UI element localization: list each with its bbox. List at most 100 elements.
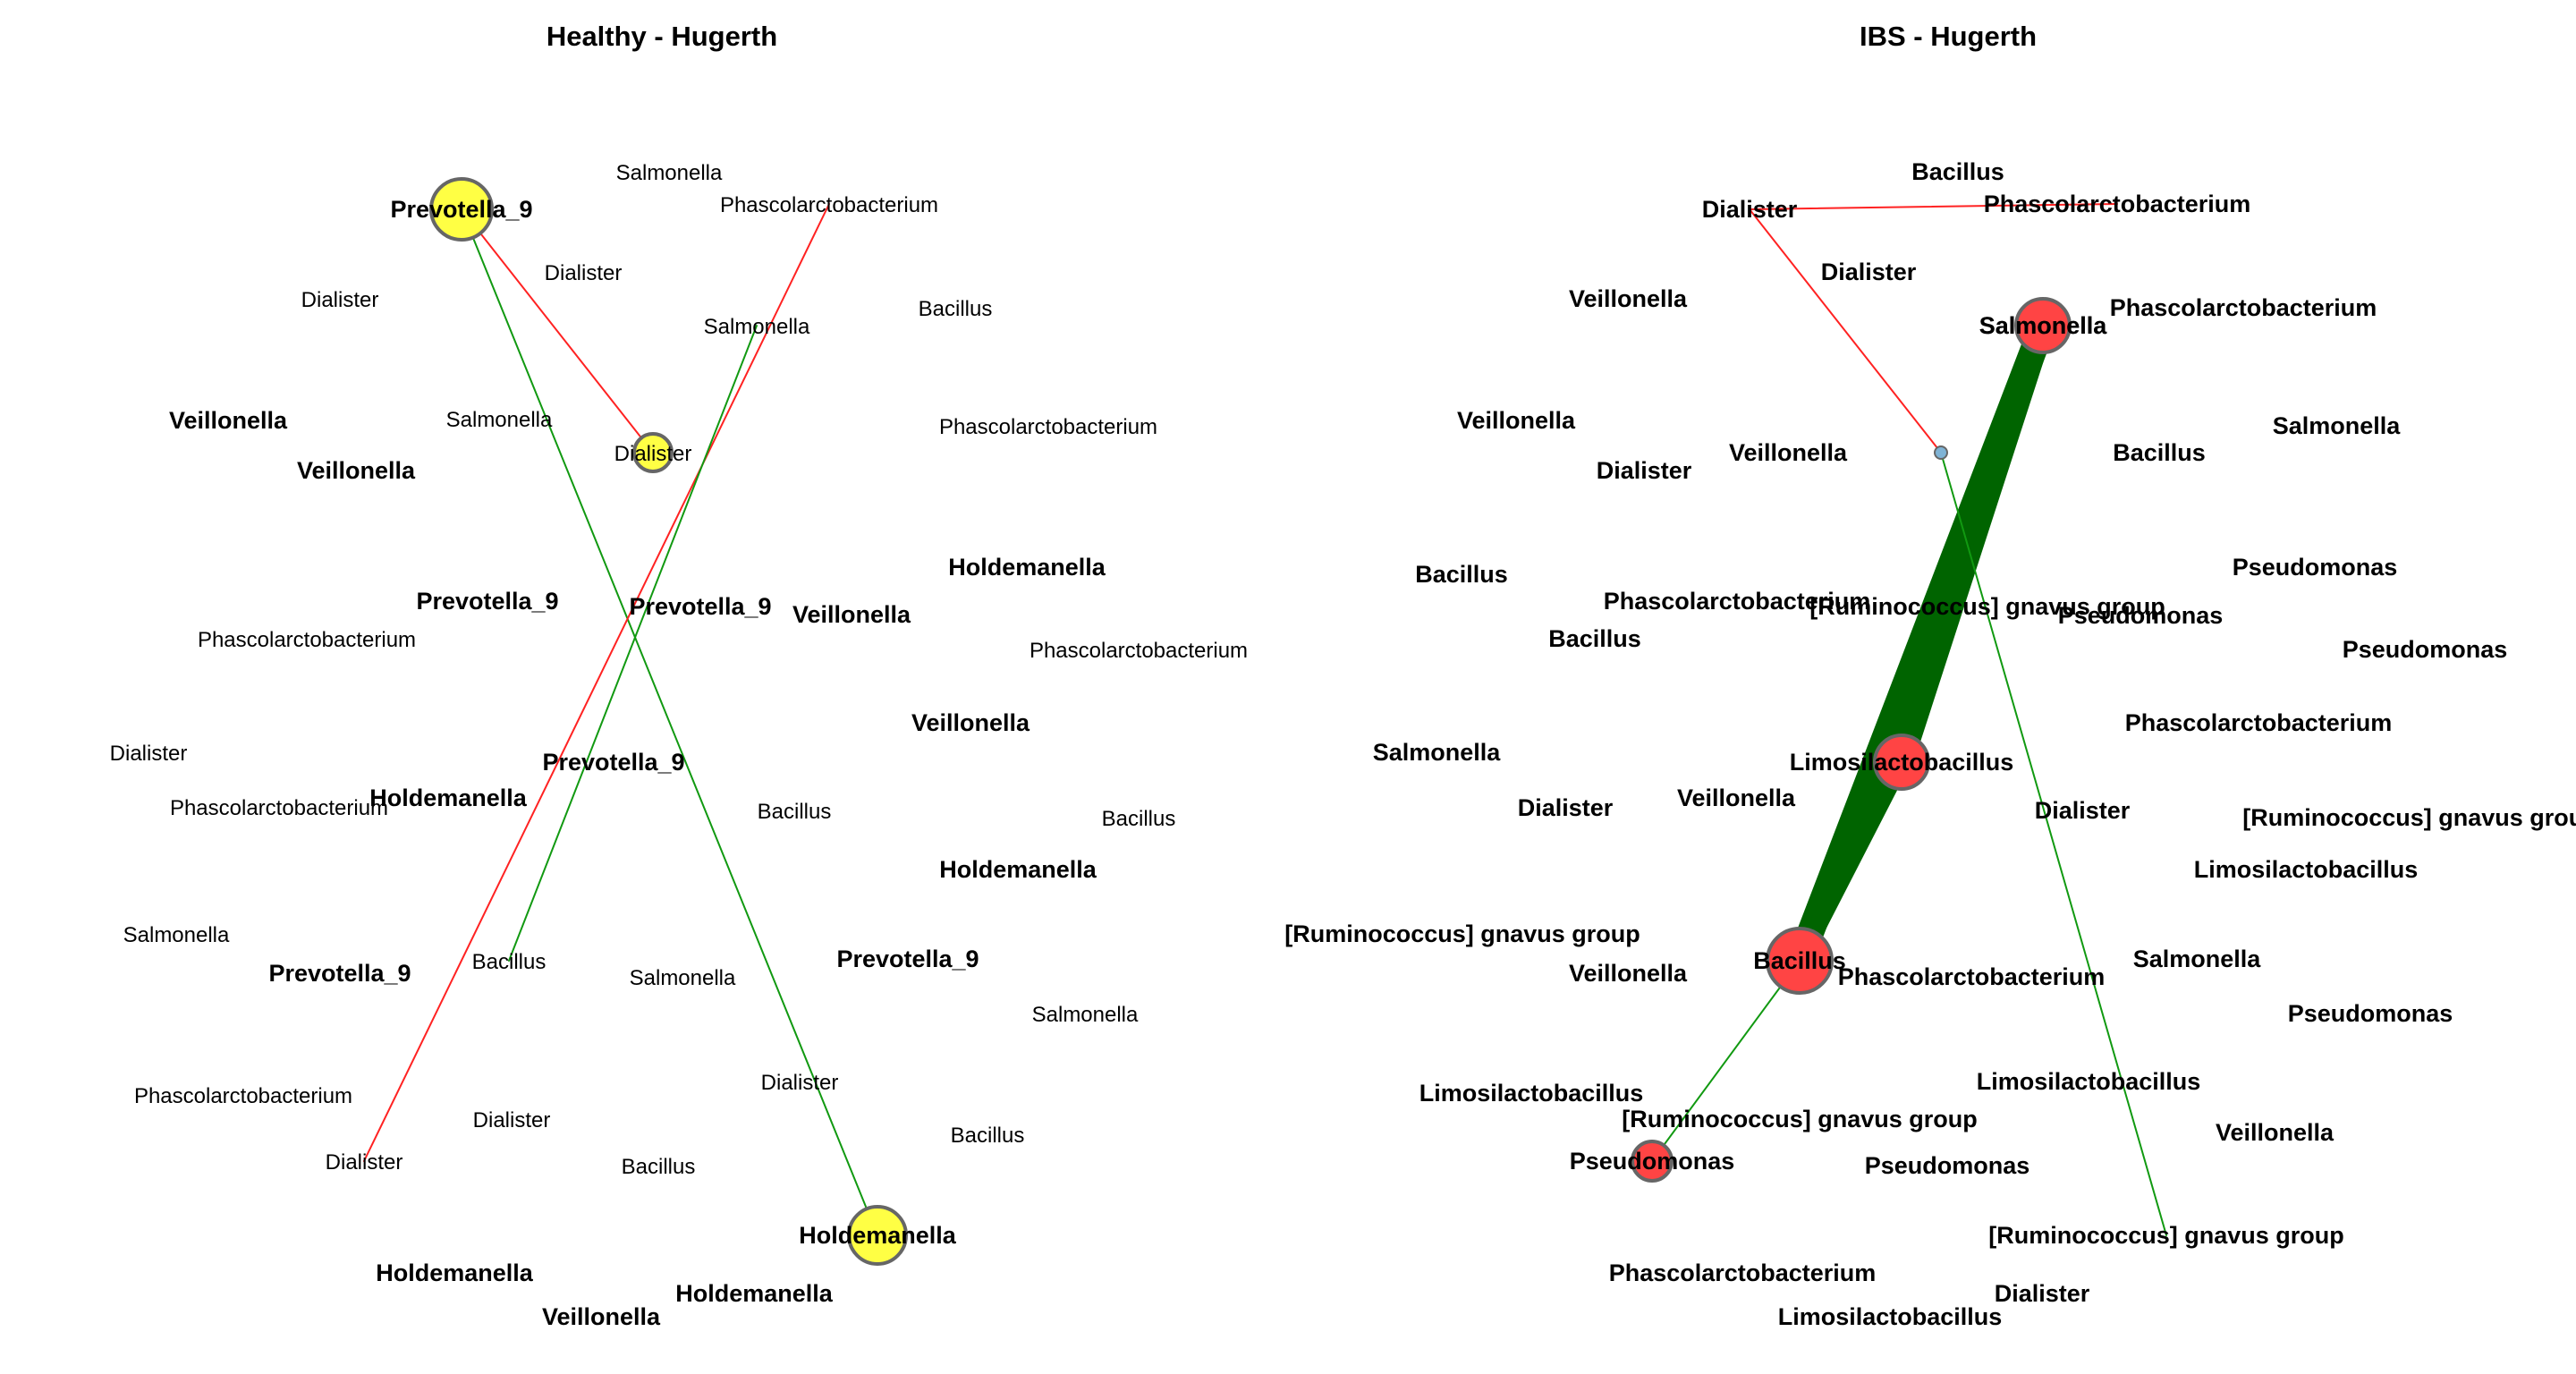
node-label-bacillus: Bacillus bbox=[472, 950, 547, 974]
node-veillonella bbox=[1934, 445, 1948, 460]
edge-prevotella-9-holdemanella bbox=[461, 208, 878, 1236]
node-label-limosilactobacillus: Limosilactobacillus bbox=[1419, 1080, 1644, 1107]
node-label-bacillus: Bacillus bbox=[919, 297, 993, 321]
node-label-prevotella-9: Prevotella_9 bbox=[416, 588, 558, 615]
node-label-phascolarctobacterium: Phascolarctobacterium bbox=[134, 1084, 352, 1108]
node-label-ruminococcus-gnavus-group: [Ruminococcus] gnavus group bbox=[1988, 1222, 2344, 1249]
node-label-ruminococcus-gnavus-group: [Ruminococcus] gnavus group bbox=[1284, 920, 1640, 947]
labels-healthy: SalmonellaPhascolarctobacteriumDialister… bbox=[110, 161, 1248, 1330]
node-label-veillonella: Veillonella bbox=[169, 407, 288, 434]
edge-phascolarctobacterium-dialister bbox=[363, 203, 830, 1162]
nodes-healthy bbox=[429, 177, 908, 1266]
node-label-salmonella: Salmonella bbox=[1032, 1003, 1139, 1027]
node-bacillus bbox=[1766, 927, 1834, 995]
node-label-bacillus: Bacillus bbox=[622, 1155, 696, 1179]
node-label-dialister: Dialister bbox=[614, 442, 692, 466]
node-label-dialister: Dialister bbox=[1518, 794, 1614, 821]
node-label-holdemanella: Holdemanella bbox=[369, 785, 528, 811]
node-label-phascolarctobacterium: Phascolarctobacterium bbox=[2110, 294, 2377, 321]
node-label-dialister: Dialister bbox=[2035, 797, 2131, 824]
node-label-dialister: Dialister bbox=[1821, 259, 1917, 285]
node-label-limosilactobacillus: Limosilactobacillus bbox=[1977, 1068, 2201, 1095]
node-veillonella bbox=[632, 432, 674, 473]
node-label-dialister: Dialister bbox=[545, 261, 623, 285]
node-label-bacillus: Bacillus bbox=[2113, 439, 2206, 466]
node-label-prevotella-9: Prevotella_9 bbox=[629, 593, 771, 620]
node-label-holdemanella: Holdemanella bbox=[675, 1280, 834, 1307]
node-label-dialister: Dialister bbox=[761, 1071, 839, 1095]
node-label-holdemanella: Holdemanella bbox=[939, 856, 1097, 883]
node-label-dialister: Dialister bbox=[473, 1108, 551, 1132]
node-label-salmonella: Salmonella bbox=[446, 408, 553, 432]
node-label-dialister: Dialister bbox=[1597, 457, 1692, 484]
node-label-dialister: Dialister bbox=[301, 288, 379, 312]
edge-salmonella-bacillus bbox=[1786, 312, 2056, 974]
node-label-bacillus: Bacillus bbox=[758, 800, 832, 824]
node-prevotella-9 bbox=[429, 177, 494, 242]
node-label-phascolarctobacterium: Phascolarctobacterium bbox=[1609, 1260, 1877, 1286]
node-label-phascolarctobacterium: Phascolarctobacterium bbox=[1838, 963, 2106, 990]
node-pseudomonas bbox=[1631, 1140, 1674, 1183]
node-label-prevotella-9: Prevotella_9 bbox=[390, 196, 532, 223]
node-label-bacillus: Bacillus bbox=[1415, 561, 1508, 588]
node-label-ruminococcus-gnavus-group: [Ruminococcus] gnavus group bbox=[1622, 1106, 1978, 1132]
node-label-salmonella: Salmonella bbox=[1979, 312, 2108, 339]
node-label-salmonella: Salmonella bbox=[1979, 312, 2108, 339]
node-label-phascolarctobacterium: Phascolarctobacterium bbox=[939, 415, 1157, 439]
node-label-holdemanella: Holdemanella bbox=[799, 1222, 957, 1249]
edge-bacillus-pseudomonas bbox=[1651, 960, 1801, 1162]
node-label-pseudomonas: Pseudomonas bbox=[2233, 554, 2398, 581]
edge-dialister-veillonella bbox=[1749, 208, 1942, 454]
node-label-ruminococcus-gnavus-group: [Ruminococcus] gnavus group bbox=[1809, 593, 2165, 620]
node-label-veillonella: Veillonella bbox=[911, 709, 1030, 736]
node-label-veillonella: Veillonella bbox=[542, 1303, 661, 1330]
node-limosilactobacillus bbox=[1873, 734, 1930, 791]
node-label-prevotella-9: Prevotella_9 bbox=[268, 960, 411, 987]
node-label-phascolarctobacterium: Phascolarctobacterium bbox=[1984, 191, 2251, 217]
node-label-prevotella-9: Prevotella_9 bbox=[836, 946, 979, 972]
node-label-salmonella: Salmonella bbox=[2133, 946, 2262, 972]
edge-prevotella-9-veillonella bbox=[461, 208, 654, 454]
node-label-pseudomonas: Pseudomonas bbox=[2058, 602, 2224, 629]
node-label-phascolarctobacterium: Phascolarctobacterium bbox=[2125, 709, 2393, 736]
edge-veillonella-ruminococcus-gnavus-group bbox=[1940, 452, 2167, 1236]
node-label-veillonella: Veillonella bbox=[1677, 785, 1796, 811]
node-label-limosilactobacillus: Limosilactobacillus bbox=[1778, 1303, 2003, 1330]
node-label-dialister: Dialister bbox=[1702, 196, 1798, 223]
node-label-phascolarctobacterium: Phascolarctobacterium bbox=[1604, 588, 1871, 615]
edge-limosilactobacillus-bacillus bbox=[1791, 753, 1911, 970]
node-label-veillonella: Veillonella bbox=[1569, 285, 1688, 312]
edge-dialister-phascolarctobacterium bbox=[1749, 203, 2118, 210]
node-label-veillonella: Veillonella bbox=[792, 601, 911, 628]
node-label-limosilactobacillus: Limosilactobacillus bbox=[1790, 749, 2014, 776]
node-label-holdemanella: Holdemanella bbox=[948, 554, 1106, 581]
node-label-pseudomonas: Pseudomonas bbox=[2343, 636, 2508, 663]
node-label-phascolarctobacterium: Phascolarctobacterium bbox=[198, 628, 416, 652]
node-label-dialister: Dialister bbox=[1995, 1280, 2090, 1307]
node-label-dialister: Dialister bbox=[326, 1150, 403, 1175]
node-holdemanella bbox=[847, 1205, 908, 1266]
node-label-salmonella: Salmonella bbox=[616, 161, 723, 185]
node-label-salmonella: Salmonella bbox=[704, 315, 810, 339]
node-label-holdemanella: Holdemanella bbox=[376, 1260, 534, 1286]
nodes-ibs bbox=[1631, 297, 2072, 1183]
node-label-veillonella: Veillonella bbox=[2216, 1119, 2334, 1146]
panel-title-healthy: Healthy - Hugerth bbox=[547, 21, 777, 52]
node-label-phascolarctobacterium: Phascolarctobacterium bbox=[720, 193, 938, 217]
node-label-phascolarctobacterium: Phascolarctobacterium bbox=[170, 796, 388, 820]
node-label-pseudomonas: Pseudomonas bbox=[2288, 1000, 2453, 1027]
node-label-veillonella: Veillonella bbox=[1569, 960, 1688, 987]
node-label-veillonella: Veillonella bbox=[297, 457, 416, 484]
node-label-limosilactobacillus: Limosilactobacillus bbox=[2194, 856, 2419, 883]
node-label-bacillus: Bacillus bbox=[1911, 158, 2004, 185]
node-label-salmonella: Salmonella bbox=[630, 966, 736, 990]
node-label-ruminococcus-gnavus-group: [Ruminococcus] gnavus group bbox=[2242, 804, 2576, 831]
node-label-dialister: Dialister bbox=[110, 742, 188, 766]
edge-salmonella-bacillus bbox=[508, 325, 758, 962]
node-label-pseudomonas: Pseudomonas bbox=[1570, 1148, 1735, 1175]
edges-ibs bbox=[1651, 203, 2167, 1236]
edges-healthy bbox=[363, 203, 878, 1236]
node-label-salmonella: Salmonella bbox=[123, 923, 230, 947]
